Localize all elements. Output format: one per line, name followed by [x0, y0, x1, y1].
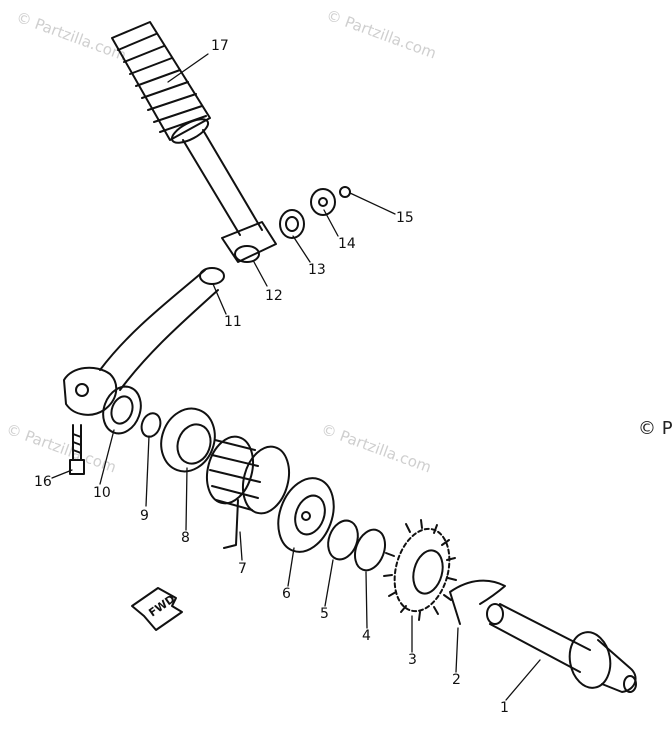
torsion-spring-part [205, 435, 291, 549]
spring-cover-part [277, 477, 335, 553]
bolt-part [69, 424, 85, 475]
oil-seal-part [102, 385, 142, 435]
spring-guide-part [160, 407, 216, 473]
callout-6: 6 [282, 586, 291, 602]
kick-grip-part [111, 21, 211, 144]
callout-4: 4 [362, 628, 371, 644]
callout-10: 10 [93, 485, 111, 501]
callout-16: 16 [34, 474, 52, 490]
washer-4-part [354, 528, 386, 572]
callout-1: 1 [500, 700, 509, 716]
callout-3: 3 [408, 652, 417, 668]
callout-2: 2 [452, 672, 461, 688]
circlip-9-part [140, 412, 162, 438]
kick-axle-part [486, 603, 637, 693]
kick-gear-part [383, 519, 457, 621]
fwd-label: FWD [146, 592, 177, 619]
leader-lines [51, 53, 541, 701]
callout-labels: 17 15 14 13 12 11 16 10 9 8 7 6 5 4 3 2 … [34, 38, 509, 716]
circlip-5-part [327, 519, 359, 561]
edge-copyright-text: © P [638, 418, 672, 439]
callout-5: 5 [320, 606, 329, 622]
callout-13: 13 [308, 262, 326, 278]
callout-12: 12 [265, 288, 283, 304]
kick-lever-part [63, 129, 277, 416]
callout-11: 11 [224, 314, 242, 330]
callout-8: 8 [181, 530, 190, 546]
clip-part [449, 579, 506, 625]
callout-14: 14 [338, 236, 356, 252]
callout-9: 9 [140, 508, 149, 524]
callout-17: 17 [211, 38, 229, 54]
fwd-arrow-icon [131, 587, 183, 631]
small-parts-upper [279, 186, 351, 239]
callout-7: 7 [238, 561, 247, 577]
callout-15: 15 [396, 210, 414, 226]
